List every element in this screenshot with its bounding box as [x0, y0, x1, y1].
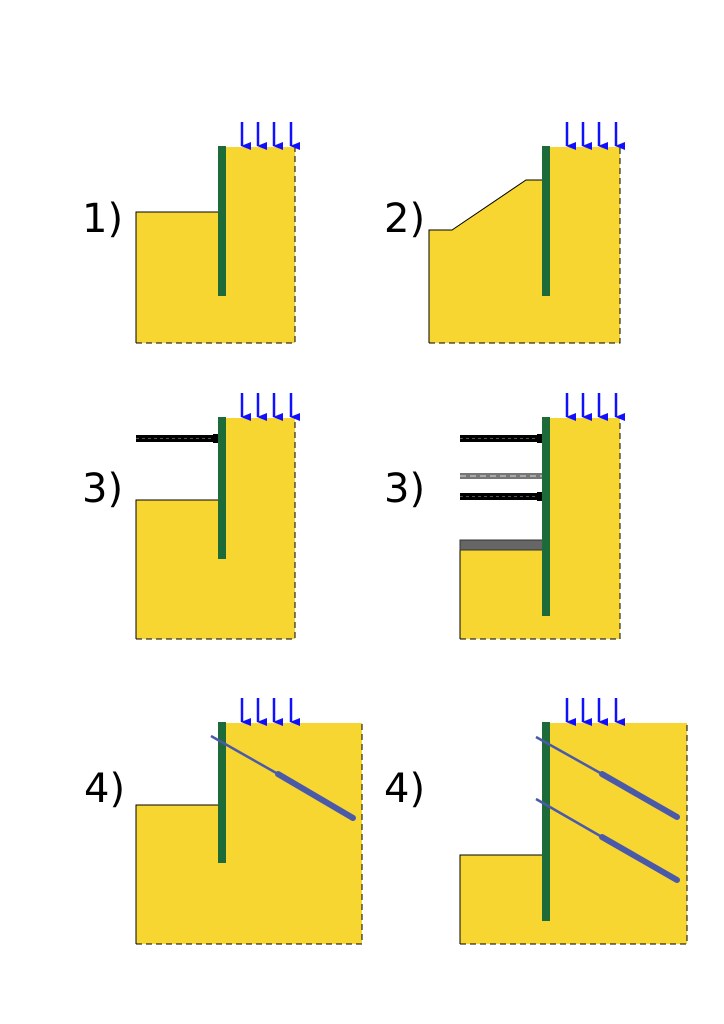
- ground-anchor: [210, 734, 356, 821]
- panel-label: 3): [384, 466, 425, 512]
- soil-body: [136, 418, 295, 639]
- excavation-outline: [459, 854, 544, 944]
- excavation-outline: [135, 804, 220, 944]
- strut: [136, 434, 218, 443]
- ground-anchor-lower: [535, 797, 680, 883]
- surcharge-load: [240, 122, 300, 150]
- strut-lower: [460, 492, 542, 501]
- panel-label: 4): [84, 766, 125, 812]
- surcharge-load: [240, 393, 300, 421]
- strut-top: [460, 434, 542, 443]
- soil-body: [460, 723, 687, 944]
- soil-body: [136, 147, 295, 343]
- panel-4b: 4): [384, 698, 688, 945]
- retaining-wall: [542, 146, 550, 296]
- panel-3a: 3): [82, 393, 300, 640]
- berm-outline: [428, 179, 544, 343]
- soil-body: [429, 147, 620, 343]
- retaining-wall: [218, 417, 226, 559]
- panel-3b: 3): [384, 393, 625, 640]
- panel-4a: 4): [84, 698, 363, 945]
- excavation-outline: [135, 211, 220, 343]
- retaining-wall: [218, 722, 226, 863]
- panel-2: 2): [384, 122, 625, 344]
- strut-middle: [460, 473, 542, 479]
- surcharge-load: [565, 698, 625, 726]
- surcharge-load: [565, 393, 625, 421]
- retaining-wall: [542, 417, 550, 616]
- panel-1: 1): [82, 122, 300, 344]
- domain-boundary: [136, 147, 296, 344]
- soil-body: [136, 723, 362, 944]
- domain-boundary: [136, 418, 296, 640]
- excavation-outline: [135, 499, 220, 639]
- domain-boundary: [460, 418, 621, 640]
- soil-body: [460, 418, 620, 639]
- domain-boundary: [136, 723, 363, 945]
- panel-label: 4): [384, 766, 425, 812]
- domain-boundary: [460, 723, 688, 945]
- panel-label: 2): [384, 196, 425, 242]
- panel-label: 1): [82, 196, 123, 242]
- retaining-wall: [542, 722, 550, 921]
- surcharge-load: [565, 122, 625, 150]
- domain-boundary: [429, 147, 621, 344]
- panel-label: 3): [82, 466, 123, 512]
- ground-anchor-upper: [535, 735, 680, 820]
- surcharge-load: [240, 698, 300, 726]
- retaining-wall: [218, 146, 226, 296]
- base-slab: [459, 539, 544, 551]
